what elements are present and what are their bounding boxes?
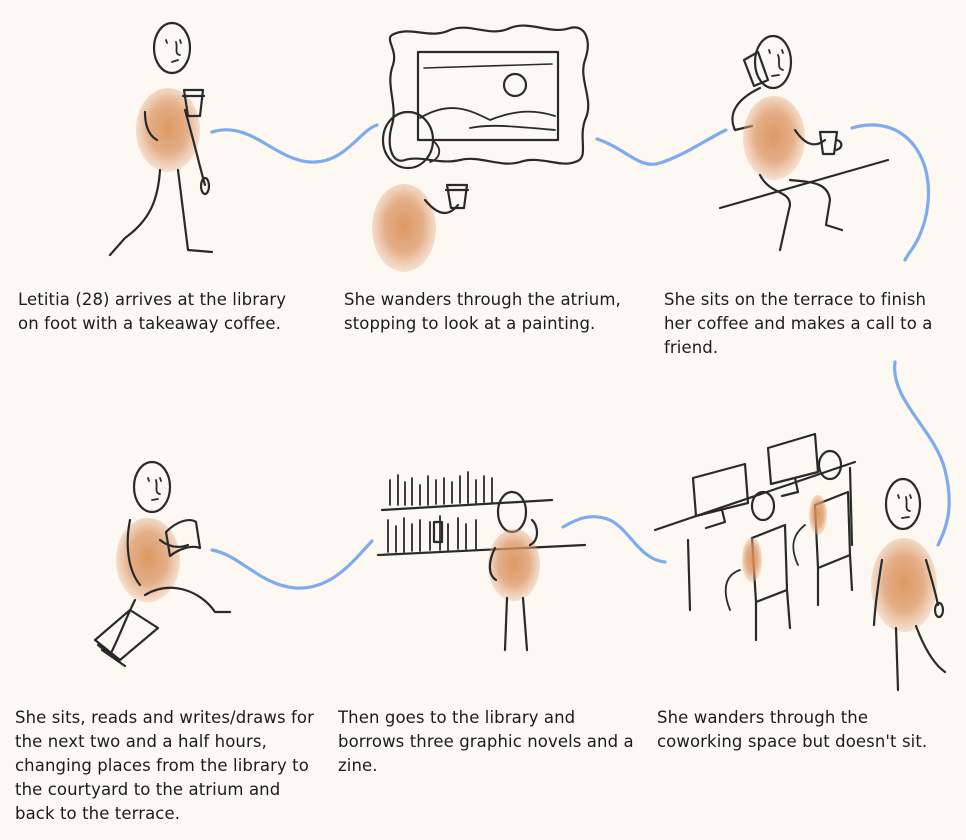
monitor-left xyxy=(691,462,750,530)
coffee-cup-icon xyxy=(444,183,470,210)
caption-step-3: She sits on the terrace to finish her co… xyxy=(664,290,933,357)
arm-left xyxy=(488,546,498,582)
figure-body xyxy=(136,88,200,172)
arm-left xyxy=(143,110,159,142)
leg-left xyxy=(894,626,900,692)
books-bottom xyxy=(387,515,477,553)
leg-right xyxy=(108,598,137,657)
painting-hills xyxy=(419,107,556,131)
figure-body xyxy=(743,96,805,180)
arm-right xyxy=(158,538,190,548)
path-segment-5-4 xyxy=(210,539,374,590)
chair-right xyxy=(813,490,854,607)
caption-step-1: Letitia (28) arrives at the library on f… xyxy=(18,290,287,333)
bookshelf xyxy=(376,498,587,557)
scene-library xyxy=(376,471,587,652)
coffee-cup-icon xyxy=(181,88,206,118)
monitor-right xyxy=(766,432,820,498)
scene-terrace xyxy=(718,34,890,252)
painting-frame xyxy=(388,24,590,165)
figure-body xyxy=(871,538,937,632)
scene-coworking xyxy=(653,432,947,692)
face xyxy=(165,39,182,63)
caption-step-5: Then goes to the library and borrows thr… xyxy=(338,708,634,775)
path-segment-2-3 xyxy=(595,128,728,166)
arm-right xyxy=(183,108,207,187)
figure-head xyxy=(152,21,192,75)
leg-right xyxy=(914,624,947,674)
caption-step-4: She sits, reads and writes/draws for the… xyxy=(15,708,314,823)
phone-icon xyxy=(742,50,770,88)
path-segment-3-6b xyxy=(893,360,951,547)
painting-canvas xyxy=(416,50,560,142)
coworker-head xyxy=(817,449,843,481)
arm-left xyxy=(126,518,142,587)
caption-step-6: She wanders through the coworking space … xyxy=(657,708,928,751)
coworker-head xyxy=(750,490,776,522)
arm-left xyxy=(872,558,884,627)
books-top xyxy=(389,471,493,506)
leg-right xyxy=(788,178,844,232)
leg-left xyxy=(108,168,162,257)
leg-right xyxy=(521,596,529,652)
leg-left xyxy=(503,596,509,652)
figure-body xyxy=(372,184,436,272)
journey-path xyxy=(210,123,951,590)
arm-right xyxy=(528,518,539,547)
figure-head xyxy=(884,477,922,531)
leg-right xyxy=(176,168,214,254)
path-segment-1-2 xyxy=(210,123,379,164)
figure-head xyxy=(496,490,528,534)
path-segment-3-6 xyxy=(850,123,931,262)
arm-left xyxy=(731,86,762,132)
leg-left xyxy=(758,173,792,252)
figure-head xyxy=(753,34,793,90)
scene-atrium-painting xyxy=(372,24,590,272)
figure-head xyxy=(132,460,172,514)
scene-arrival xyxy=(108,21,214,257)
painting-sun xyxy=(502,72,528,98)
coffee-cup-icon xyxy=(818,130,843,156)
notebook-icon xyxy=(93,608,160,668)
arm-right xyxy=(793,128,827,146)
path-segment-6-5 xyxy=(561,515,667,564)
figure-body xyxy=(116,518,180,602)
scene-reading xyxy=(93,460,232,668)
terrace-table xyxy=(718,158,890,210)
figure-body xyxy=(488,529,540,601)
caption-step-2: She wanders through the atrium, stopping… xyxy=(344,290,621,333)
leg-left xyxy=(143,586,232,614)
